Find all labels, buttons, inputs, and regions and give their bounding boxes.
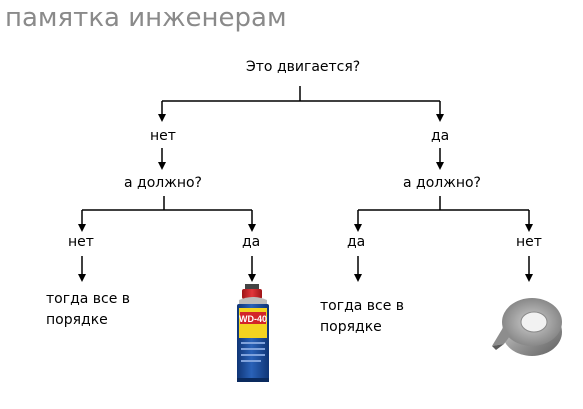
branch-no-label: нет xyxy=(150,128,176,144)
wd40-logo-text: WD-40 xyxy=(239,314,267,324)
duct-tape-roll-image xyxy=(488,286,566,360)
left-question: а должно? xyxy=(124,175,202,191)
right-yes-label: да xyxy=(347,234,366,250)
right-result-text: тогда все в порядке xyxy=(320,298,405,335)
root-question: Это двигается? xyxy=(246,59,361,75)
left-no-label: нет xyxy=(68,234,94,250)
page-title: памятка инженерам xyxy=(5,3,287,33)
branch-yes-label: да xyxy=(431,128,450,144)
wd40-spray-can-image: WD-40 xyxy=(231,282,275,386)
right-no-label: нет xyxy=(516,234,542,250)
right-question: а должно? xyxy=(403,175,481,191)
left-result-text: тогда все в порядке xyxy=(46,291,131,328)
left-yes-label: да xyxy=(242,234,261,250)
